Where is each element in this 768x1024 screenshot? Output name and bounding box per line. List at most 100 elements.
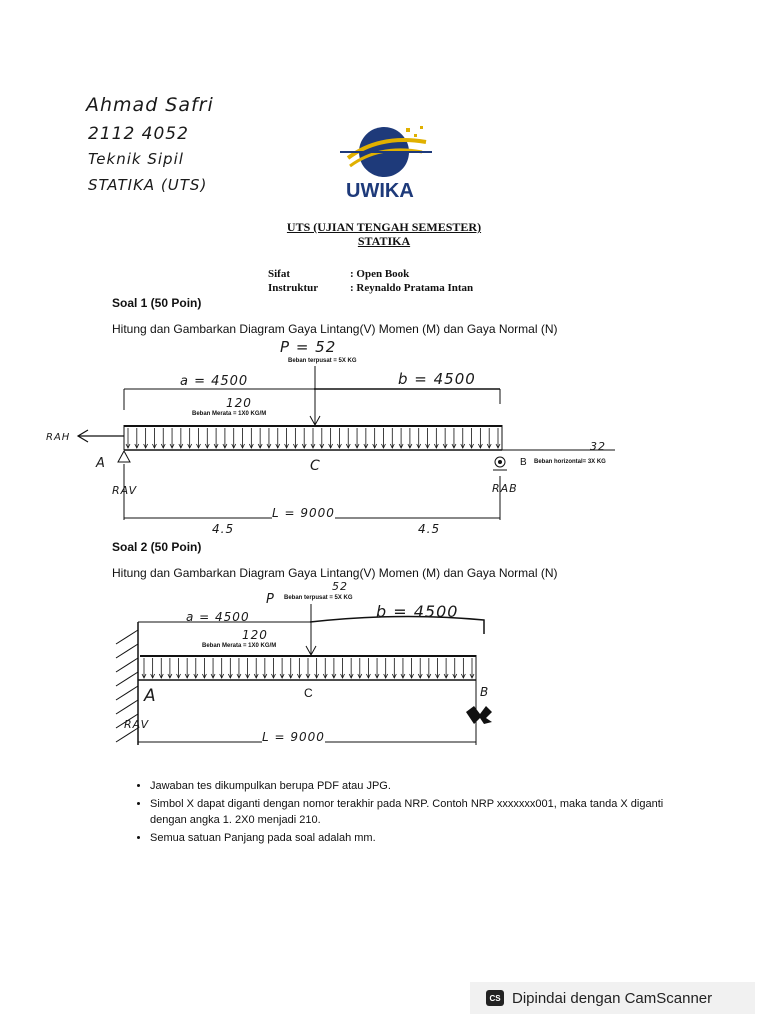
udl-arrowhead: [310, 443, 316, 449]
camscanner-footer: CS Dipindai dengan CamScanner: [470, 982, 755, 1014]
udl-arrowhead: [319, 443, 325, 449]
udl-arrowhead: [240, 443, 245, 449]
soal2-l-hand: L = 9000: [262, 730, 325, 744]
udl-arrowhead: [257, 443, 263, 449]
udl-arrowhead: [143, 443, 148, 449]
udl-arrowhead: [486, 443, 492, 449]
soal2-q-label: Beban Merata = 1X0 KG/M: [202, 643, 277, 649]
udl-arrowhead: [345, 443, 351, 449]
udl-arrowhead: [169, 443, 175, 449]
udl-arrowhead: [460, 443, 466, 449]
udl-arrowhead: [150, 673, 155, 679]
soal1-l-hand: L = 9000: [272, 506, 335, 520]
soal1-b-hand: b = 4500: [398, 370, 476, 388]
udl-arrowhead: [160, 443, 166, 449]
udl-arrowhead: [391, 673, 397, 679]
udl-arrowhead: [184, 673, 190, 679]
wall-hatch: [115, 727, 139, 743]
udl-arrowhead: [407, 443, 413, 449]
soal1-seg-left: 4.5: [212, 522, 235, 536]
udl-arrowhead: [398, 443, 404, 449]
udl-arrowhead: [331, 673, 337, 679]
note-item: Simbol X dapat diganti dengan nomor tera…: [150, 796, 690, 828]
udl-arrowhead: [158, 673, 164, 679]
sifat-value: : Open Book: [350, 268, 410, 280]
udl-arrowhead: [442, 443, 448, 449]
udl-arrowhead: [366, 673, 371, 679]
udl-arrowhead: [288, 673, 294, 679]
soal2-q-hand: 120: [242, 628, 268, 642]
udl-arrowhead: [383, 673, 389, 679]
udl-arrowhead: [210, 673, 216, 679]
udl-arrowhead: [328, 443, 333, 449]
soal1-node-b: B: [520, 457, 527, 468]
soal1-p-label: Beban terpusat = 5X KG: [288, 358, 357, 364]
soal1-rah: RAH: [46, 432, 71, 443]
udl-arrowhead: [337, 443, 342, 449]
udl-arrowhead: [374, 673, 380, 679]
wall-hatch: [115, 629, 139, 645]
soal1-q-label: Beban Merata = 1X0 KG/M: [192, 411, 267, 417]
soal2-a-hand: a = 4500: [186, 610, 250, 624]
wall-hatch: [115, 713, 139, 729]
udl-arrowhead: [222, 443, 228, 449]
camscanner-text: Dipindai dengan CamScanner: [512, 989, 713, 1007]
soal1-rab: RAB: [492, 482, 518, 495]
udl-arrowhead: [426, 673, 432, 679]
udl-arrowhead: [452, 673, 458, 679]
soal1-question: Hitung dan Gambarkan Diagram Gaya Lintan…: [112, 322, 558, 336]
soal2-node-b: B: [480, 685, 490, 699]
soal2-b-hand: b = 4500: [376, 602, 459, 621]
udl-arrowhead: [425, 443, 430, 449]
udl-arrowhead: [461, 673, 466, 679]
note-item: Jawaban tes dikumpulkan berupa PDF atau …: [150, 778, 690, 794]
udl-arrowhead: [478, 443, 483, 449]
handwritten-dept: Teknik Sipil: [88, 150, 184, 168]
udl-arrowhead: [178, 443, 184, 449]
wall-hatch: [115, 671, 139, 687]
camscanner-logo-icon: CS: [486, 990, 504, 1006]
soal2-p-label: Beban terpusat = 5X KG: [284, 595, 353, 601]
udl-arrowhead: [134, 443, 140, 449]
udl-arrowhead: [193, 673, 199, 679]
wall-hatch: [115, 643, 139, 659]
soal1-q-hand: 120: [226, 396, 252, 410]
instruktur-label: Instruktur: [268, 282, 319, 294]
udl-arrowhead: [248, 443, 254, 449]
udl-arrowhead: [219, 673, 225, 679]
udl-arrowhead: [416, 443, 422, 449]
wall-hatch: [115, 685, 139, 701]
soal1-seg-right: 4.5: [418, 522, 441, 536]
notes-list: Jawaban tes dikumpulkan berupa PDF atau …: [134, 778, 690, 848]
udl-arrowhead: [152, 443, 157, 449]
wall-hatch: [115, 699, 139, 715]
soal1-node-a: A: [96, 456, 106, 471]
udl-arrowhead: [293, 443, 298, 449]
udl-arrowhead: [266, 443, 272, 449]
udl-arrowhead: [141, 673, 147, 679]
udl-arrowhead: [231, 443, 237, 449]
udl-arrowhead: [213, 443, 219, 449]
udl-arrowhead: [495, 443, 501, 449]
udl-arrowhead: [253, 673, 259, 679]
exam-title: UTS (UJIAN TENGAH SEMESTER): [286, 220, 482, 234]
udl-arrowhead: [443, 673, 449, 679]
soal1-h-hand: 32: [590, 440, 606, 453]
udl-arrowhead: [176, 673, 181, 679]
soal2-p-val: 52: [332, 580, 348, 593]
udl-arrowhead: [357, 673, 363, 679]
udl-arrowhead: [469, 673, 475, 679]
udl-arrowhead: [275, 443, 281, 449]
uwika-logo-icon: UWIKA: [340, 126, 432, 202]
udl-arrowhead: [301, 443, 307, 449]
soal2-node-a: A: [144, 686, 157, 706]
udl-arrowhead: [363, 443, 369, 449]
udl-arrowhead: [196, 443, 201, 449]
udl-arrowhead: [322, 673, 328, 679]
sifat-label: Sifat: [268, 268, 290, 280]
soal2-question: Hitung dan Gambarkan Diagram Gaya Lintan…: [112, 566, 558, 580]
udl-arrowhead: [167, 673, 173, 679]
